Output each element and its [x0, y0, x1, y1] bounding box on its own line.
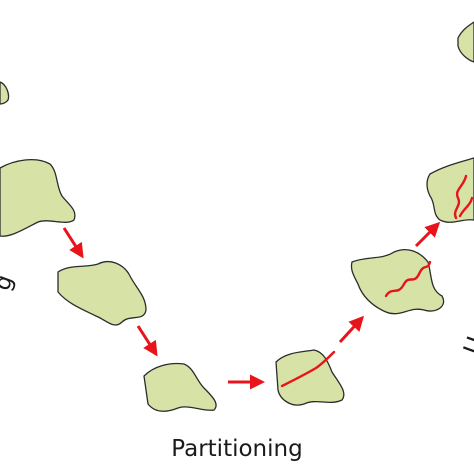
partition-line-3	[453, 174, 468, 220]
fragment-blob-3	[57, 261, 147, 326]
right-side-label: U	[459, 333, 474, 358]
arrow-2	[136, 325, 158, 357]
diagram-caption: Partitioning	[171, 436, 303, 462]
fragment-blob-7	[426, 157, 474, 223]
arrow-1	[62, 227, 84, 259]
fragment-blob-6	[350, 248, 445, 315]
partition-line-4	[458, 196, 474, 218]
fragment-blob-1	[0, 81, 10, 105]
arrow-4	[338, 315, 365, 344]
fragment-blob-2	[0, 158, 76, 237]
partition-line-1	[280, 350, 336, 388]
fragment-blob-5	[275, 349, 345, 406]
fragment-blob-8	[457, 21, 474, 63]
left-side-label: g	[0, 271, 19, 294]
fragment-blob-4	[143, 362, 217, 412]
arrow-5	[414, 221, 441, 248]
partition-line-2	[384, 260, 432, 298]
